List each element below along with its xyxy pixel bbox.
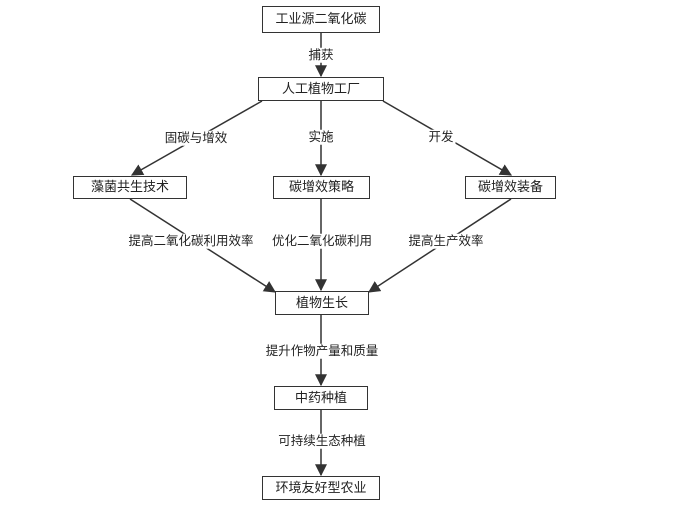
node-herb-planting: 中药种植	[274, 386, 368, 410]
label-develop: 开发	[426, 128, 456, 145]
node-plant-growth: 植物生长	[275, 291, 369, 315]
label-improve-yield-quality: 提升作物产量和质量	[263, 342, 381, 359]
label-fixation-efficiency: 固碳与增效	[162, 129, 230, 146]
node-eco-agriculture: 环境友好型农业	[262, 476, 380, 500]
node-algae-tech: 藻菌共生技术	[73, 176, 187, 199]
label-improve-production: 提高生产效率	[406, 232, 486, 249]
node-carbon-equipment: 碳增效装备	[465, 176, 556, 199]
node-industrial-co2: 工业源二氧化碳	[262, 6, 380, 33]
label-capture: 捕获	[306, 46, 336, 63]
label-improve-co2-use: 提高二氧化碳利用效率	[126, 232, 256, 249]
node-artificial-plant-factory: 人工植物工厂	[258, 77, 384, 101]
label-sustainable-planting: 可持续生态种植	[276, 432, 368, 449]
label-optimize-co2-use: 优化二氧化碳利用	[269, 232, 375, 249]
node-carbon-strategy: 碳增效策略	[273, 176, 370, 199]
label-implement: 实施	[306, 128, 336, 145]
